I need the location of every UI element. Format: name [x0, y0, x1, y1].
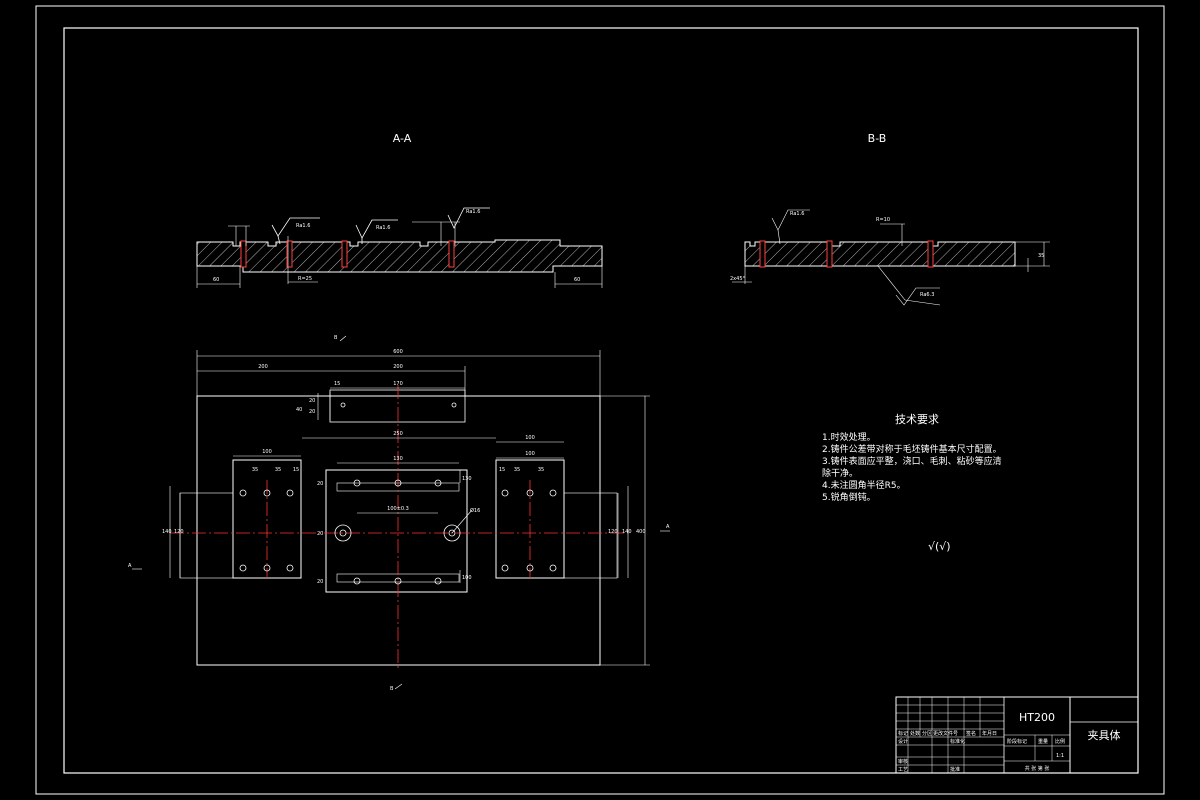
- tb-process: 工艺: [898, 767, 908, 773]
- dim-15-right: 15: [499, 467, 505, 473]
- dim-15-left: 15: [293, 467, 299, 473]
- dim-400: 400: [636, 529, 646, 535]
- section-aa-title: A-A: [393, 132, 412, 145]
- part-name: 夹具体: [1088, 728, 1121, 742]
- dim-120-right: 120: [608, 529, 618, 535]
- aa-bore-2: [286, 240, 293, 268]
- dim-pin-spacing: 100±0.3: [387, 506, 409, 512]
- dim-170: 170: [393, 381, 403, 387]
- dim-140-left: 140: [162, 529, 172, 535]
- right-support: [563, 492, 618, 579]
- dim-600: 600: [393, 349, 403, 355]
- dim-20-center: 20: [317, 531, 323, 537]
- aa-dim-60-left: 60: [213, 277, 219, 283]
- left-support: [179, 492, 234, 579]
- aa-dim-r25: R=25: [298, 276, 312, 282]
- dim-35-right-b: 35: [538, 467, 544, 473]
- dim-20-mid-bottom: 20: [317, 579, 323, 585]
- dim-100-right-b: 100: [525, 451, 535, 457]
- tech-req-3b: 除干净。: [822, 467, 858, 479]
- tech-req-1: 1.时效处理。: [822, 431, 876, 443]
- section-bb-title: B-B: [868, 132, 887, 145]
- dim-15-top: 15: [334, 381, 340, 387]
- dim-pin-dia: Ø16: [470, 507, 480, 514]
- section-aa-body: [196, 239, 603, 273]
- bb-chamfer: 2x45°: [730, 276, 746, 282]
- bb-bore-2: [826, 240, 833, 268]
- tb-doc-no: 更改文件号: [933, 730, 958, 737]
- dim-40: 40: [296, 407, 302, 413]
- dim-20-a: 20: [309, 398, 315, 404]
- arrow-b-bottom: B: [390, 686, 394, 692]
- arrow-a-left: A: [128, 563, 132, 569]
- top-slot: [329, 389, 466, 423]
- aa-bore-1: [240, 240, 247, 268]
- bb-ra-bottom: Ra6.3: [920, 292, 934, 298]
- technical-requirements: 技术要求 1.时效处理。 2.铸件公差带对称于毛坯铸件基本尺寸配置。 3.铸件表…: [822, 413, 1002, 553]
- tb-weight: 重量: [1038, 738, 1048, 745]
- section-bb-body: [744, 241, 1016, 267]
- dim-100-left: 100: [262, 449, 272, 455]
- tech-req-2: 2.铸件公差带对称于毛坯铸件基本尺寸配置。: [822, 443, 1002, 455]
- dim-120-left: 120: [174, 529, 184, 535]
- tb-stage: 阶段标记: [1007, 738, 1027, 745]
- dim-100-right: 100: [525, 435, 535, 441]
- dim-35-left-a: 35: [252, 467, 258, 473]
- aa-dim-60-right: 60: [574, 277, 580, 283]
- outer-frame: [35, 5, 1165, 795]
- tb-count: 处数: [910, 730, 920, 737]
- dim-140-right: 140: [622, 529, 632, 535]
- inner-frame: [63, 27, 1139, 774]
- dim-35-left-b: 35: [275, 467, 281, 473]
- bb-dim-35: 35: [1038, 253, 1044, 259]
- plan-outline: [196, 395, 601, 666]
- tech-req-5: 5.锐角倒钝。: [822, 491, 876, 503]
- dim-100-right-mid: 100: [462, 575, 472, 581]
- section-aa: A-A 60 60 R=25 Ra1.6 R: [196, 132, 603, 288]
- plan-view: 600 200 200 170 15 40 20 20 250 100 100 …: [128, 335, 670, 692]
- material: HT200: [1019, 711, 1055, 724]
- bb-dim-r10: R=10: [876, 217, 890, 223]
- tb-sign: 签名: [966, 730, 976, 737]
- tb-review: 审核: [898, 758, 908, 765]
- section-bb: B-B Ra1.6 Ra6.3 R=10 35 2x45°: [730, 132, 1050, 306]
- aa-ra-left: Ra1.6: [296, 223, 310, 229]
- tb-ratio: 比例: [1055, 738, 1065, 745]
- tech-req-4: 4.未注圆角半径R5。: [822, 479, 906, 491]
- tb-design: 设计: [898, 738, 908, 745]
- bb-bore-1: [759, 240, 766, 268]
- tb-zone: 分区: [922, 730, 932, 737]
- tb-approve: 批准: [950, 766, 960, 773]
- tb-standard: 标准化: [950, 738, 965, 745]
- arrow-a-right: A: [666, 524, 670, 530]
- dim-250: 250: [393, 431, 403, 437]
- tb-date: 年月日: [982, 730, 997, 737]
- bb-bore-3: [927, 240, 934, 268]
- tech-req-3: 3.铸件表面应平整，浇口、毛刺、粘砂等应清: [822, 455, 1002, 467]
- scale: 1:1: [1056, 753, 1064, 759]
- dim-200-left: 200: [258, 364, 268, 370]
- dim-20-b: 20: [309, 409, 315, 415]
- tb-mark: 标记: [898, 730, 908, 737]
- dim-20-mid-top: 20: [317, 481, 323, 487]
- dim-35-right-a: 35: [514, 467, 520, 473]
- dim-130-right: 130: [462, 476, 472, 482]
- sheet-count: 共 张 第 张: [1025, 765, 1050, 772]
- general-roughness: √(√): [928, 540, 951, 553]
- aa-ra-right: Ra1.6: [466, 209, 480, 215]
- aa-ra-mid: Ra1.6: [376, 225, 390, 231]
- arrow-b-top: B: [334, 335, 338, 341]
- dim-130: 130: [393, 456, 403, 462]
- tech-req-title: 技术要求: [895, 413, 939, 426]
- aa-bore-3: [341, 240, 348, 268]
- center-plate: [325, 469, 468, 593]
- aa-bore-4: [448, 240, 455, 268]
- title-block: HT200 夹具体 1:1 共 张 第 张 标记 处数 分区 更改文件号 签名 …: [895, 696, 1139, 774]
- dim-200-mid: 200: [393, 364, 403, 370]
- bb-ra-top: Ra1.6: [790, 211, 804, 217]
